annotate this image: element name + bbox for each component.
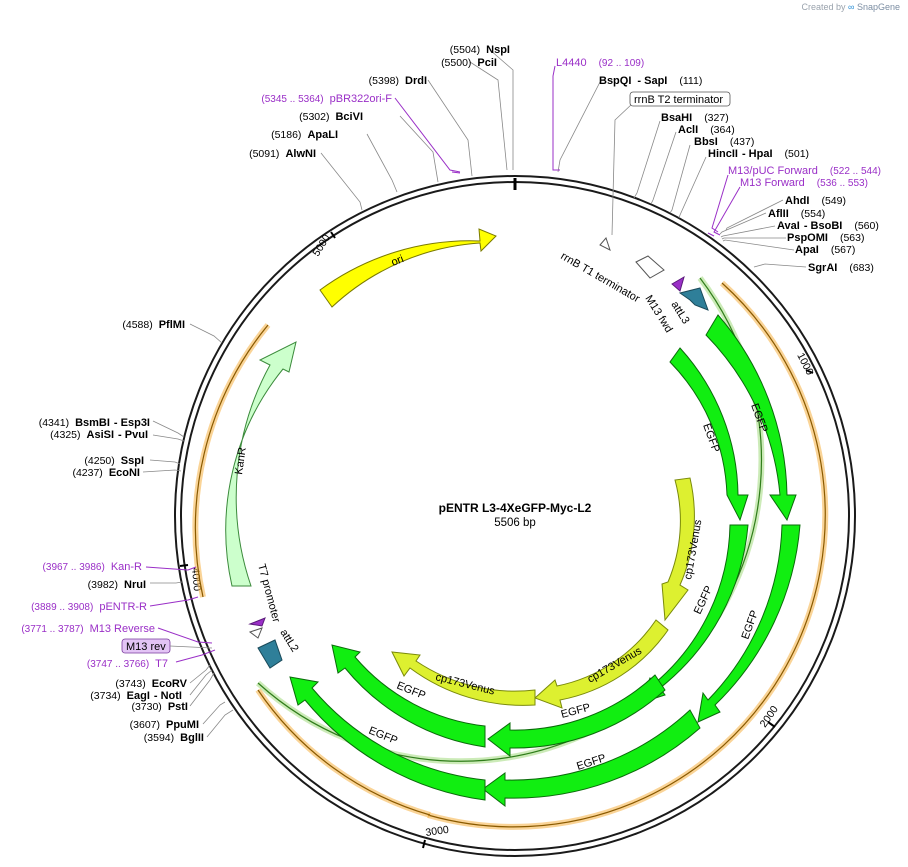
enzyme-bsahi: BsaHI(327) — [661, 112, 729, 124]
enzyme-pflmi: (4588)PflMI — [122, 319, 185, 331]
rrnb-t1-arrow — [635, 255, 665, 279]
egfp-arrow-3 — [697, 524, 801, 723]
enzyme-pcii: (5500)PciI — [441, 57, 497, 69]
enzyme-bsmbi: (4341)BsmBI- Esp3I — [39, 417, 150, 429]
enzyme-apali: (5186)ApaLI — [271, 129, 338, 141]
snapgene-credit: Created by ∞ SnapGene — [801, 2, 900, 12]
backbone-inner — [180, 181, 850, 851]
rrnb-t2-label: rrnB T2 terminator — [634, 94, 723, 106]
enzyme-bspqi: BspQI- SapI(111) — [599, 75, 702, 87]
enzyme-hincii: HincII- HpaI(501) — [708, 148, 809, 160]
enzyme-ahdi: AhdI(549) — [785, 195, 846, 207]
tick-3000: 3000 — [422, 824, 450, 849]
enzyme-apai: ApaI(567) — [795, 244, 855, 256]
orf-track-left-line — [194, 324, 269, 598]
enzyme-aflii: AflII(554) — [768, 208, 825, 220]
enzyme-nrui: (3982)NruI — [88, 579, 146, 591]
m13-fwd-mark — [671, 275, 685, 292]
primer-m13-reverse: (3771 .. 3787)M13 Reverse — [21, 623, 155, 635]
rrnb-t2-box: rrnB T2 terminator — [629, 91, 731, 107]
primer-pentr-r: (3889 .. 3908)pENTR-R — [31, 601, 147, 613]
enzyme-econi: (4237)EcoNI — [72, 467, 140, 479]
enzyme-acli: AclI(364) — [678, 124, 735, 136]
egfp-arrow-7 — [289, 676, 486, 801]
enzyme-drdi: (5398)DrdI — [369, 75, 427, 87]
enzyme-bcivi: (5302)BciVI — [299, 111, 363, 123]
attl2-label: attL2 — [277, 627, 300, 654]
primer-m13-puc-forward: M13/pUC Forward(522 .. 544) — [728, 165, 881, 177]
plasmid-length: 5506 bp — [494, 517, 536, 529]
rrnb-t2-arrow — [599, 237, 611, 251]
ori-arrow — [319, 228, 497, 308]
venus-arrow-3 — [391, 651, 536, 706]
plasmid-name: pENTR L3-4XeGFP-Myc-L2 — [439, 501, 592, 515]
enzyme-ecorv: (3743)EcoRV — [115, 678, 187, 690]
m13-rev-box: M13 rev — [121, 638, 213, 654]
rrnb-t1-label: rrnB T1 terminator — [559, 250, 642, 305]
tick-label-3000: 3000 — [425, 824, 450, 839]
credit-prefix: Created by — [801, 2, 846, 12]
egfp-arrow-6 — [487, 674, 666, 758]
orf-track-right-line — [427, 282, 826, 828]
snapgene-logo-icon: ∞ — [848, 2, 855, 12]
leader-lines-right — [557, 81, 807, 268]
venus-arrow-1 — [661, 477, 695, 622]
m13-rev-mark — [248, 617, 266, 627]
enzyme-avai: AvaI- BsoBI(560) — [777, 220, 879, 232]
primer-lines — [145, 65, 741, 663]
orf-track-bottom-line — [257, 689, 431, 816]
tick-label-5000: 5000 — [310, 232, 333, 258]
egfp-arrow-1 — [705, 314, 797, 522]
primer-pbr322ori-f: (5345 .. 5364)pBR322ori-F — [261, 93, 392, 105]
enzyme-asisi: (4325)AsiSI- PvuI — [50, 429, 148, 441]
enzyme-sspi: (4250)SspI — [84, 455, 144, 467]
backbone-outer — [174, 175, 856, 857]
egfp-arrow-8 — [331, 644, 486, 748]
enzyme-labels-right: BspQI- SapI(111) BsaHI(327) AclI(364) Bb… — [599, 75, 879, 274]
enzyme-eagi: (3734)EagI- NotI — [90, 690, 182, 702]
t7-promoter-mark — [248, 627, 263, 639]
egfp-arrow-5 — [482, 709, 701, 808]
m13-rev-label: M13 rev — [126, 641, 166, 653]
enzyme-bglii: (3594)BglII — [144, 732, 204, 744]
primer-t7: (3747 .. 3766)T7 — [87, 658, 168, 670]
credit-brand: SnapGene — [856, 2, 900, 12]
kanr-label: KanR — [233, 446, 249, 475]
tick-1000: 1000 — [794, 351, 815, 377]
primer-m13-forward: M13 Forward(536 .. 553) — [740, 177, 868, 189]
m13-fwd-label: M13 fwd — [642, 293, 674, 335]
enzyme-alwni: (5091)AlwNI — [249, 148, 316, 160]
leader-lines-left — [142, 49, 514, 738]
enzyme-psti: (3730)PstI — [131, 701, 188, 713]
kanr-arrow — [225, 341, 297, 587]
primer-kan-r: (3967 .. 3986)Kan-R — [43, 561, 143, 573]
enzyme-pspomi: PspOMI(563) — [787, 232, 864, 244]
ori-label: ori — [390, 253, 406, 269]
attl3-arrow — [678, 287, 709, 311]
egfp-arrow-2 — [669, 347, 749, 522]
enzyme-nspi: (5504)NspI — [450, 44, 510, 56]
enzyme-ppumi: (3607)PpuMI — [130, 719, 199, 731]
primer-l4440: L4440(92 .. 109) — [556, 57, 644, 69]
t7-promoter-label: T7 promoter — [255, 563, 282, 624]
enzyme-bbsi: BbsI(437) — [694, 136, 754, 148]
primer-labels: L4440(92 .. 109) (5345 .. 5364)pBR322ori… — [21, 57, 881, 670]
attl2-arrow — [257, 639, 283, 669]
enzyme-sgrai: SgrAI(683) — [808, 262, 874, 274]
enzyme-labels-left: (5504)NspI (5500)PciI (5398)DrdI (5302)B… — [39, 44, 510, 744]
